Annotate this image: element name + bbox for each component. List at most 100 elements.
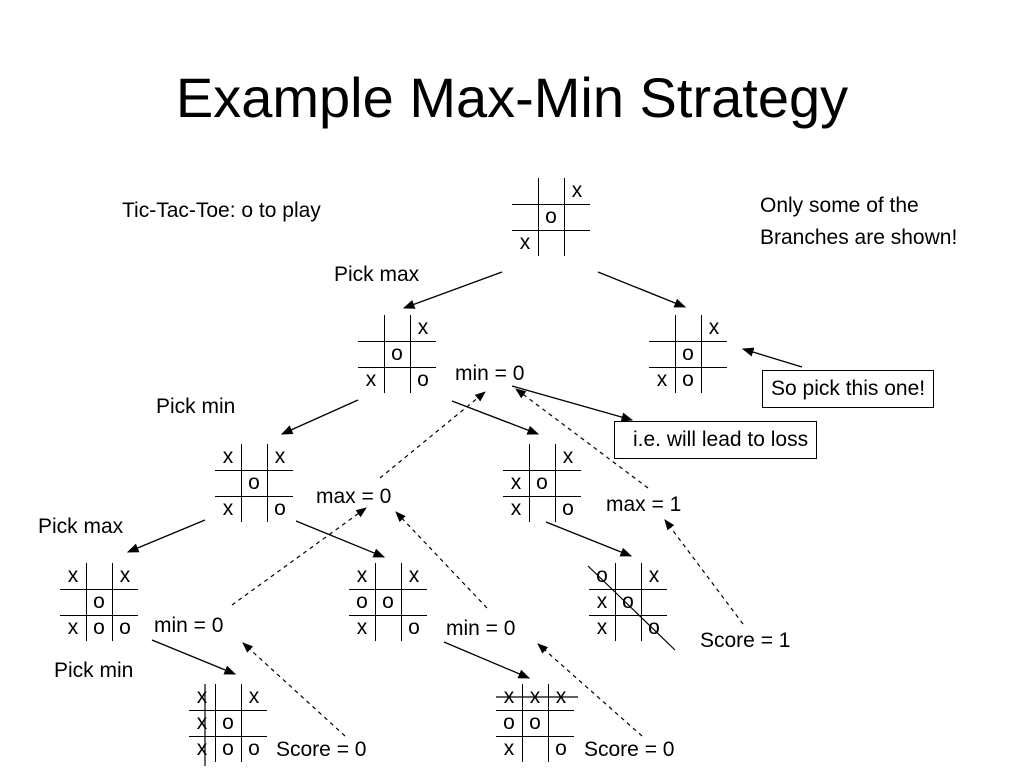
board-cell: o bbox=[648, 616, 660, 639]
branches-note: Only some of the Branches are shown! bbox=[760, 190, 957, 254]
board-cell: x bbox=[67, 564, 79, 587]
board-cell: o bbox=[622, 590, 634, 613]
board-cell: x bbox=[196, 685, 208, 708]
edge-l2a-to-l3b bbox=[295, 520, 386, 558]
grid-line-horizontal bbox=[358, 341, 436, 342]
board-cell: x bbox=[519, 231, 531, 254]
min-value-lower-left: min = 0 bbox=[154, 614, 224, 637]
grid-line-horizontal bbox=[496, 710, 574, 711]
max-value-right: max = 1 bbox=[606, 493, 682, 516]
pick-max-label-1: Pick max bbox=[334, 263, 420, 286]
pick-min-label-1: Pick min bbox=[156, 395, 236, 418]
grid-line-vertical bbox=[112, 563, 113, 641]
board-cell: x bbox=[365, 368, 377, 391]
board-cell: x bbox=[196, 711, 208, 734]
grid-line-horizontal bbox=[503, 470, 581, 471]
board-cell: o bbox=[682, 368, 694, 391]
grid-line-horizontal bbox=[349, 615, 427, 616]
grid-line-horizontal bbox=[503, 496, 581, 497]
arrow-pick-this bbox=[741, 347, 803, 368]
grid-line-vertical bbox=[241, 444, 242, 522]
board-cell: o bbox=[248, 471, 260, 494]
grid-line-horizontal bbox=[358, 367, 436, 368]
score-lower-mid: Score = 0 bbox=[584, 738, 675, 761]
grid-line-horizontal bbox=[512, 230, 590, 231]
grid-line-vertical bbox=[86, 563, 87, 641]
board-cell: x bbox=[222, 445, 234, 468]
grid-line-horizontal bbox=[60, 615, 138, 616]
edge-l3b-to-l4b bbox=[443, 641, 531, 679]
board-cell: o bbox=[248, 737, 260, 760]
board-cell: o bbox=[596, 564, 608, 587]
board-cell: o bbox=[93, 590, 105, 613]
dash-max0-to-min0 bbox=[379, 391, 486, 479]
board-cell: x bbox=[274, 445, 286, 468]
grid-line-horizontal bbox=[649, 341, 727, 342]
edge-l3a-to-l4a bbox=[151, 639, 237, 675]
board-cell: o bbox=[408, 616, 420, 639]
edge-root-to-right bbox=[597, 271, 687, 308]
grid-line-horizontal bbox=[60, 589, 138, 590]
min-value-lower-mid: min = 0 bbox=[446, 617, 516, 640]
board-cell: o bbox=[222, 737, 234, 760]
board-cell: x bbox=[596, 616, 608, 639]
grid-line-vertical bbox=[522, 684, 523, 762]
edge-l1a-to-l2a bbox=[280, 399, 359, 435]
pick-this-box: So pick this one! bbox=[762, 370, 935, 408]
grid-line-vertical bbox=[529, 444, 530, 522]
pick-min-label-2: Pick min bbox=[54, 659, 134, 682]
grid-line-vertical bbox=[548, 684, 549, 762]
grid-line-horizontal bbox=[496, 736, 574, 737]
board-cell: x bbox=[648, 564, 660, 587]
grid-line-horizontal bbox=[215, 496, 293, 497]
grid-line-vertical bbox=[241, 684, 242, 762]
grid-line-horizontal bbox=[349, 589, 427, 590]
board-cell: o bbox=[391, 342, 403, 365]
arrow-lead-loss bbox=[511, 385, 634, 422]
board-cell: o bbox=[682, 342, 694, 365]
grid-line-horizontal bbox=[512, 204, 590, 205]
min-value-top: min = 0 bbox=[455, 362, 525, 385]
board-cell: o bbox=[119, 616, 131, 639]
board-cell: o bbox=[382, 590, 394, 613]
edge-l2b-to-l3c bbox=[545, 521, 633, 557]
grid-line-vertical bbox=[215, 684, 216, 762]
score-right: Score = 1 bbox=[700, 629, 791, 652]
grid-line-vertical bbox=[267, 444, 268, 522]
grid-line-vertical bbox=[384, 315, 385, 393]
grid-line-horizontal bbox=[215, 470, 293, 471]
board-cell: o bbox=[274, 497, 286, 520]
grid-line-vertical bbox=[564, 178, 565, 256]
game-label: Tic-Tac-Toe: o to play bbox=[122, 199, 321, 222]
board-cell: o bbox=[503, 711, 515, 734]
board-cell: o bbox=[356, 590, 368, 613]
board-cell: x bbox=[571, 179, 583, 202]
max-value-left: max = 0 bbox=[316, 485, 392, 508]
dash-score0-ll-to-min0 bbox=[242, 642, 346, 737]
board-cell: o bbox=[545, 205, 557, 228]
board-cell: o bbox=[536, 471, 548, 494]
grid-line-vertical bbox=[555, 444, 556, 522]
pick-max-label-2: Pick max bbox=[38, 515, 124, 538]
board-cell: o bbox=[93, 616, 105, 639]
grid-line-horizontal bbox=[589, 589, 667, 590]
grid-line-vertical bbox=[615, 563, 616, 641]
dash-min0-lm-to-max0 bbox=[395, 511, 488, 609]
grid-line-vertical bbox=[401, 563, 402, 641]
board-cell: x bbox=[67, 616, 79, 639]
grid-line-vertical bbox=[375, 563, 376, 641]
edge-root-to-left bbox=[402, 271, 503, 309]
board-cell: o bbox=[417, 368, 429, 391]
board-cell: x bbox=[510, 497, 522, 520]
grid-line-vertical bbox=[675, 315, 676, 393]
edge-l2a-to-l3a bbox=[126, 519, 206, 553]
